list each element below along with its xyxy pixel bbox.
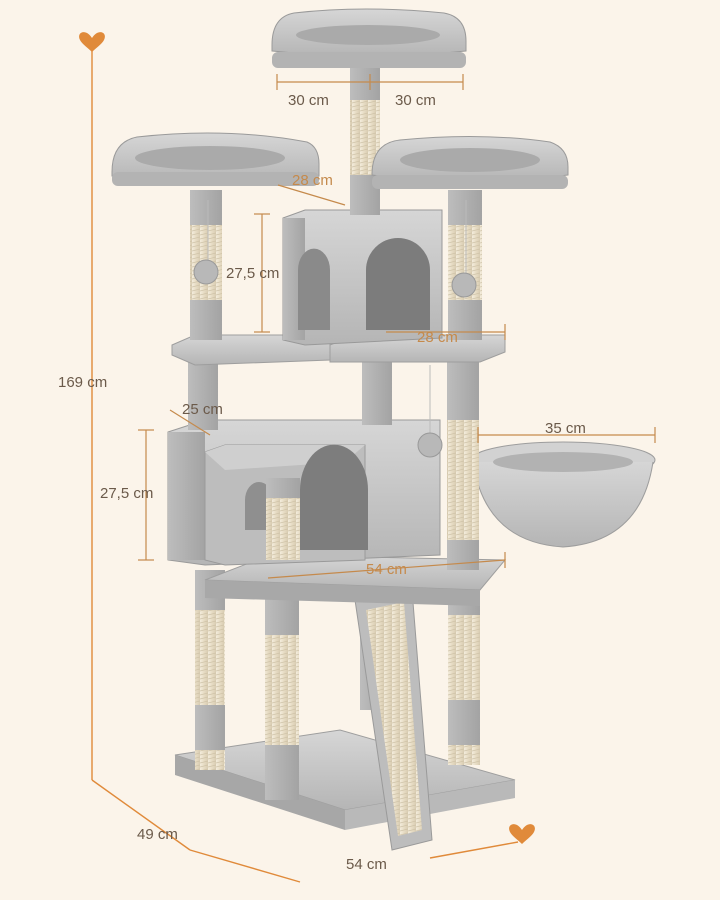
middle-platform: [171, 334, 506, 366]
dimension-lines: [91, 48, 519, 883]
middle-platform-width-label: 28 cm: [417, 329, 458, 346]
basket-diameter-label: 35 cm: [545, 420, 586, 437]
upper-left-perch: [111, 132, 320, 186]
top-right-width-label: 30 cm: [395, 92, 436, 109]
base-width-line-left: [189, 849, 301, 883]
base-depth-line: [91, 779, 191, 851]
heart-icon: [79, 32, 105, 52]
base-width-line-right: [429, 841, 519, 859]
top-left-width-label: 30 cm: [288, 92, 329, 109]
middle-posts: [188, 360, 479, 570]
heart-icon: [509, 824, 535, 844]
base-width-label: 54 cm: [346, 856, 387, 873]
base-depth-label: 49 cm: [137, 826, 178, 843]
tree-dimension-lines: [138, 74, 656, 579]
lower-condo-height-label: 27,5 cm: [100, 485, 154, 502]
total-height-label: 169 cm: [58, 374, 108, 391]
top-perch: [271, 8, 467, 68]
lower-platform-width-label: 54 cm: [366, 561, 407, 578]
lower-platform: [204, 554, 507, 606]
lower-platform-depth-label: 25 cm: [182, 401, 223, 418]
basket: [455, 441, 656, 548]
upper-right-perch: [371, 135, 569, 189]
lower-condo: [167, 419, 441, 566]
upper-condo-height-label: 27,5 cm: [226, 265, 280, 282]
upper-platform-depth-label: 28 cm: [292, 172, 333, 189]
upper-condo: [282, 209, 443, 346]
